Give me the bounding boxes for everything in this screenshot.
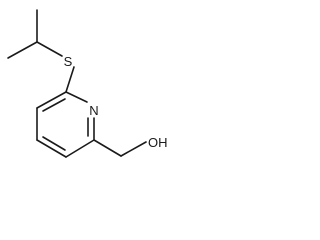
hydroxyl-group-label: OH: [148, 135, 168, 150]
sulfur-atom-label: S: [64, 54, 73, 69]
bond-c4-c3: [36, 139, 67, 158]
bond-s-to-c6: [65, 66, 75, 93]
bond-ch-to-s: [36, 41, 63, 57]
bond-c3-c2: [65, 139, 95, 158]
bond-ch3-left-to-ch: [7, 41, 38, 59]
nitrogen-atom-label: N: [89, 103, 98, 118]
double-bond-c6-c5-inner: [42, 98, 66, 112]
bond-c2-to-ch2: [93, 139, 122, 157]
molecule-structure: S N OH: [7, 9, 168, 158]
double-bond-c4-c3-inner: [42, 136, 66, 151]
bond-n-c6: [65, 91, 88, 103]
bond-c6-c5: [36, 91, 67, 109]
bond-ch2-to-o: [120, 141, 147, 157]
